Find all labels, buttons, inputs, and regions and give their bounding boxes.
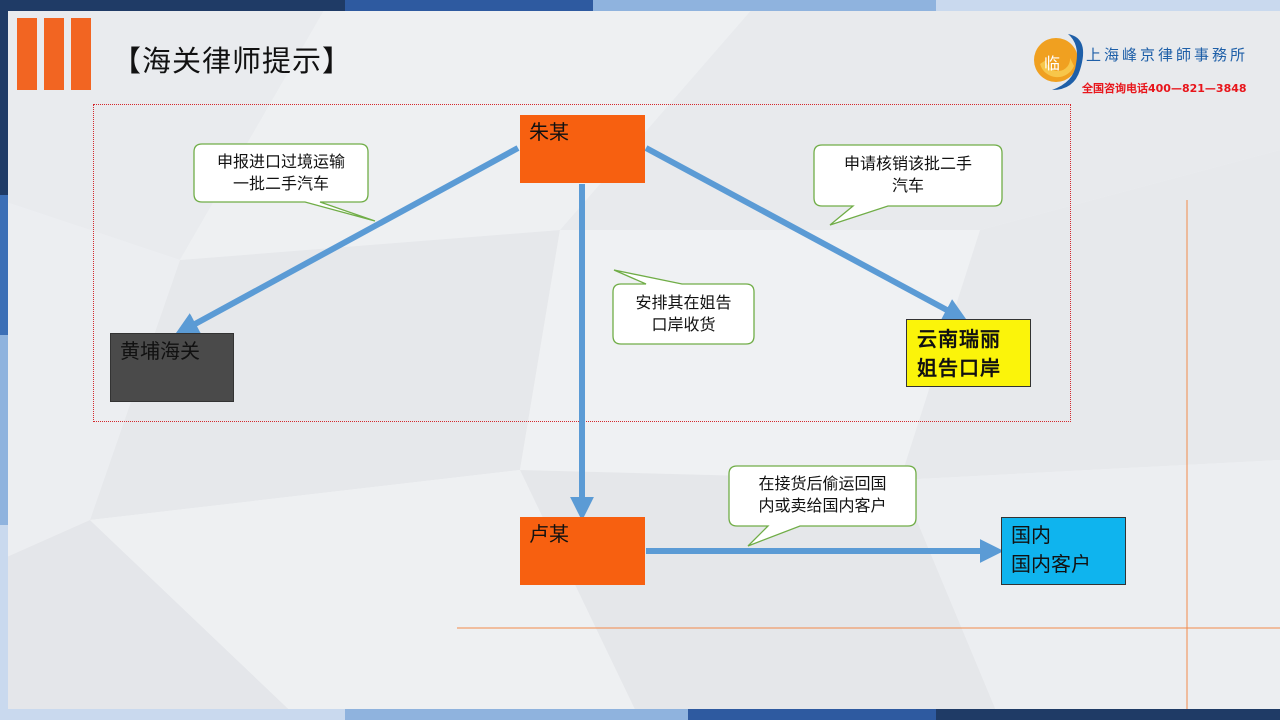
node-huangpu-customs: 黄埔海关 xyxy=(110,333,234,402)
callout-writeoff-text: 申请核销该批二手 汽车 xyxy=(843,154,972,195)
callout-writeoff xyxy=(813,144,1003,226)
bottom-bar-mid xyxy=(688,709,936,720)
node-yunnan-jiegao-port: 云南瑞丽 姐告口岸 xyxy=(906,319,1031,387)
node-zhu: 朱某 xyxy=(520,115,645,183)
left-strip-pale xyxy=(0,525,8,720)
callout-declare xyxy=(193,143,376,222)
title-accent-bar-2 xyxy=(44,18,64,90)
callout-smuggle-text: 在接货后偷运回国 内或卖给国内客户 xyxy=(758,474,887,515)
callout-arrange xyxy=(612,269,755,345)
node-lu: 卢某 xyxy=(520,517,645,585)
left-strip-mid xyxy=(0,195,8,335)
hotline-text: 全国咨询电话400—821—3848 xyxy=(1082,82,1247,95)
top-bar-dark xyxy=(0,0,345,11)
callout-arrange-text: 安排其在姐告 口岸收货 xyxy=(635,293,732,334)
node-domestic-customer: 国内 国内客户 xyxy=(1001,517,1126,585)
arrow-zhu-to-yunnan xyxy=(644,145,968,322)
top-bar-light xyxy=(593,0,936,11)
logo-mark-char: 临 xyxy=(1044,54,1060,73)
top-bar-pale xyxy=(936,0,1280,11)
title-accent-bar-3 xyxy=(71,18,91,90)
callout-declare-text: 申报进口过境运输 一批二手汽车 xyxy=(216,152,345,193)
bottom-bar-light xyxy=(345,709,688,720)
callout-smuggle xyxy=(728,465,917,547)
arrow-zhu-to-huangpu xyxy=(174,145,520,336)
bottom-bar-pale xyxy=(0,709,345,720)
slide-title: 【海关律师提示】 xyxy=(112,44,353,78)
bottom-bar-dark xyxy=(936,709,1280,720)
title-accent-bar-1 xyxy=(17,18,37,90)
law-firm-name: 上海峰京律師事務所 xyxy=(1086,46,1249,64)
left-strip-light xyxy=(0,335,8,525)
left-strip-dark xyxy=(0,0,8,195)
top-bar-mid xyxy=(345,0,593,11)
law-firm-logo-icon: 临 xyxy=(1034,34,1084,90)
